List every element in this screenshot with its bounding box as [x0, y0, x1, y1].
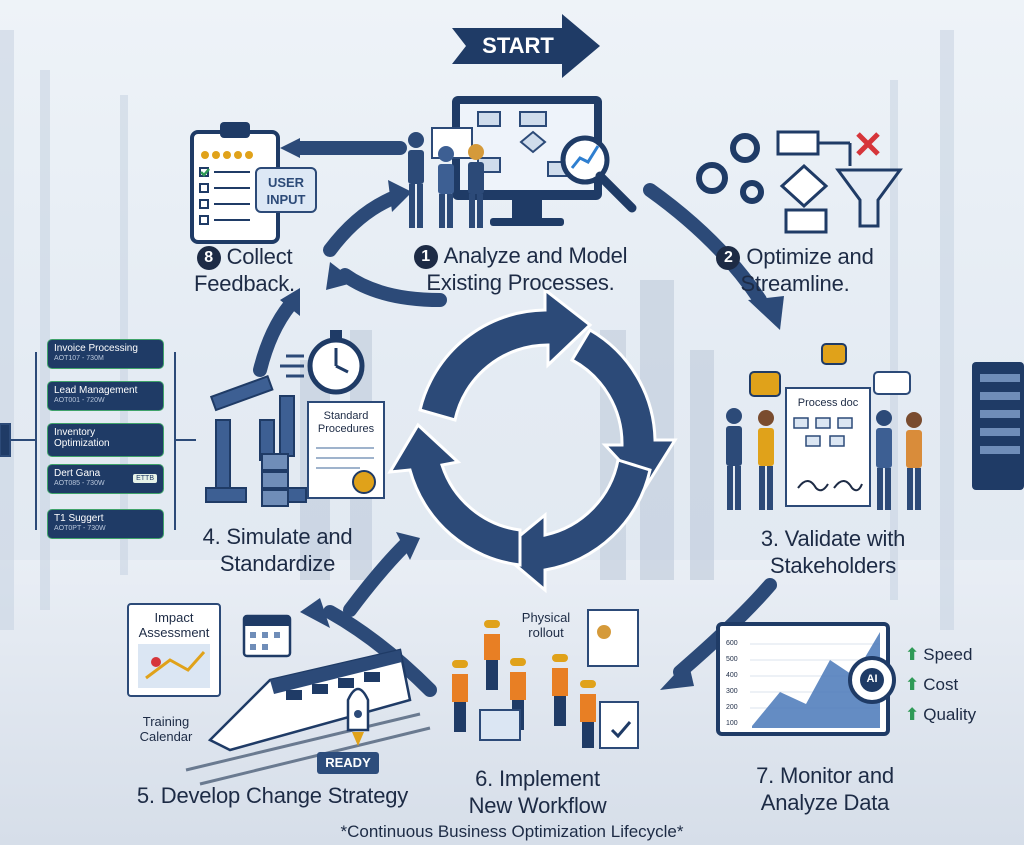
start-banner: START — [452, 14, 602, 78]
process-sub: AOT107 - 730M — [54, 355, 104, 362]
kpi-quality: ⬆Quality — [905, 705, 976, 725]
process-sub: AOT0PT - 730W — [54, 525, 106, 532]
process-list-item[interactable]: Dert Gana AOT085 - 730W ETTB — [47, 464, 164, 494]
streamline-flow-icon — [776, 130, 852, 234]
chart-tick: 500 — [726, 656, 738, 663]
flow-arrows — [253, 141, 777, 697]
chart-tick: 100 — [726, 720, 738, 727]
step-7-label: 7. Monitor and Analyze Data — [730, 762, 920, 816]
monitor-icon — [452, 96, 637, 226]
workers-icon — [452, 620, 596, 748]
kpi-label: Quality — [923, 705, 977, 724]
step-5-label: 5. Develop Change Strategy — [120, 782, 425, 809]
funnel-icon — [835, 132, 903, 228]
calendar-icon — [242, 614, 292, 658]
step-4-text: 4. Simulate and Standardize — [202, 524, 353, 576]
process-title: T1 Suggert — [54, 513, 104, 524]
training-calendar-label: Training Calendar — [139, 714, 193, 744]
server-rack-icon — [972, 362, 1024, 490]
kpi-label: Cost — [923, 675, 959, 694]
step-5-text: 5. Develop Change Strategy — [136, 783, 409, 808]
process-title: Invoice Processing — [54, 343, 138, 354]
process-sub: AOT001 - 720W — [54, 397, 105, 404]
step-3-label: 3. Validate with Stakeholders — [745, 525, 921, 579]
up-arrow-icon: ⬆ — [905, 675, 920, 694]
process-list-connectors — [0, 352, 196, 530]
stopwatch-icon — [280, 330, 365, 395]
cubes-icon — [261, 453, 289, 507]
presenters-icon — [408, 127, 484, 228]
standard-procedures-doc — [307, 401, 385, 499]
arrow-heads — [280, 138, 784, 690]
impact-assessment-label: Impact Assessment — [138, 610, 210, 640]
process-document-icon — [785, 371, 911, 507]
impact-assessment-board — [127, 603, 221, 697]
start-label: START — [482, 33, 554, 58]
process-title: Lead Management — [54, 385, 138, 396]
rating-stars-icon — [201, 151, 253, 159]
process-list-item[interactable]: T1 Suggert AOT0PT - 730W — [47, 509, 164, 539]
ai-label: AI — [866, 673, 878, 685]
start-arrow-icon — [452, 14, 600, 78]
rocket-icon — [346, 687, 370, 746]
footer-caption: *Continuous Business Optimization Lifecy… — [340, 822, 684, 841]
up-arrow-icon: ⬆ — [905, 645, 920, 664]
process-title: Dert Gana — [54, 468, 101, 479]
chart-tick: 200 — [726, 704, 738, 711]
step-3-text: 3. Validate with Stakeholders — [760, 526, 906, 578]
step-8-number: 8 — [196, 246, 221, 270]
robot-arm-icon — [205, 375, 307, 503]
process-list-item[interactable]: Lead Management AOT001 - 720W — [47, 381, 164, 411]
step-6-text: 6. Implement New Workflow — [468, 766, 607, 818]
central-cycle-icon — [387, 286, 678, 594]
kpi-speed: ⬆Speed — [905, 645, 972, 665]
chart-tick: 300 — [726, 688, 738, 695]
standard-procedures-label: Standard Procedures — [317, 410, 375, 435]
train-icon — [185, 648, 431, 786]
user-input-badge: USER INPUT — [255, 167, 317, 213]
process-sub: AOT085 - 730W — [54, 480, 105, 487]
process-title: Inventory Optimization — [54, 427, 110, 449]
feedback-clipboard-icon — [190, 122, 280, 244]
step-1-number: 1 — [413, 245, 438, 269]
step-8-text: Collect Feedback. — [194, 244, 295, 296]
physical-rollout-label: Physical rollout — [521, 610, 571, 640]
stakeholders-icon — [726, 408, 922, 510]
process-list-item[interactable]: Inventory Optimization — [47, 423, 164, 457]
kpi-cost: ⬆Cost — [905, 675, 958, 695]
step-2-number: 2 — [716, 246, 741, 270]
step-4-label: 4. Simulate and Standardize — [190, 523, 365, 577]
process-list-item[interactable]: Invoice Processing AOT107 - 730M — [47, 339, 164, 369]
process-doc-label: Process doc — [797, 397, 859, 409]
step-6-label: 6. Implement New Workflow — [455, 765, 620, 819]
step-2-text: Optimize and Streamline. — [740, 244, 874, 296]
chart-tick: 600 — [726, 640, 738, 647]
step-7-text: 7. Monitor and Analyze Data — [756, 763, 894, 815]
process-tag: ETTB — [133, 474, 157, 483]
ai-eye-icon — [848, 656, 896, 704]
rollout-board-icon — [587, 609, 639, 749]
step-1-text: Analyze and Model Existing Processes. — [426, 243, 628, 295]
gears-icon — [696, 133, 764, 204]
analytics-chart — [716, 622, 890, 736]
up-arrow-icon: ⬆ — [905, 705, 920, 724]
ready-badge: READY — [317, 752, 379, 774]
thumbs-up-icon — [749, 343, 847, 397]
chart-tick: 400 — [726, 672, 738, 679]
kpi-label: Speed — [923, 645, 973, 664]
